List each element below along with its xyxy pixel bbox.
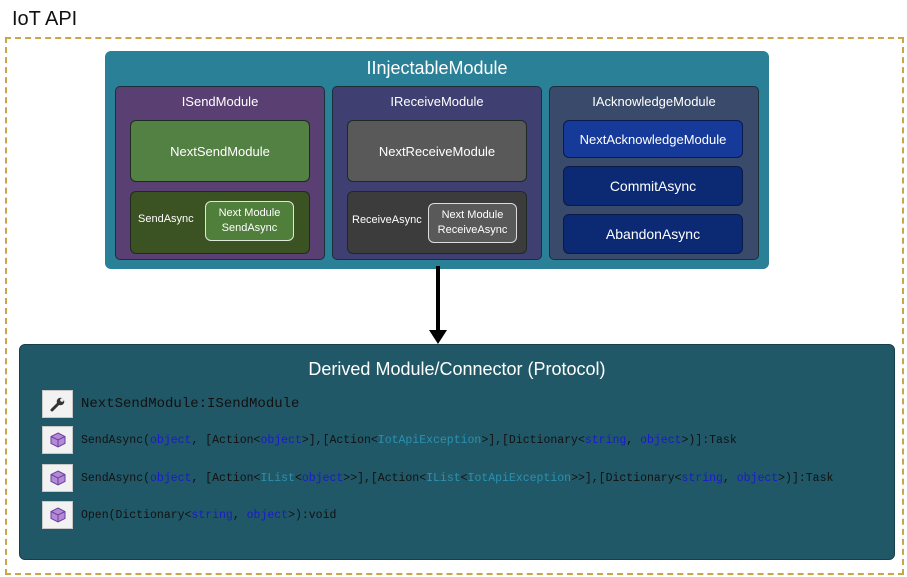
signature-text: >)]:Task: [681, 433, 737, 447]
signature-text: ,: [722, 471, 737, 485]
receive-async-inner-label: ReceiveAsync: [437, 224, 508, 236]
derived-module-box: [19, 344, 895, 560]
member-row: SendAsync(object, [Action<IList<object>>…: [42, 464, 833, 492]
signature-text: >)]:Task: [778, 471, 834, 485]
member-signature: SendAsync(object, [Action<IList<object>>…: [81, 472, 833, 485]
receive-module-title: IReceiveModule: [390, 94, 484, 109]
next-acknowledge-module-box: NextAcknowledgeModule: [563, 120, 743, 158]
member-row: SendAsync(object, [Action<object>],[Acti…: [42, 426, 737, 454]
wrench-icon: [42, 390, 73, 418]
keyword-token: object: [736, 471, 779, 485]
member-signature: Open(Dictionary<string, object>):void: [81, 509, 336, 522]
down-arrow: [429, 266, 447, 344]
send-module-title: ISendModule: [181, 94, 259, 109]
derived-module-title: Derived Module/Connector (Protocol): [308, 359, 606, 379]
signature-text: <: [460, 471, 468, 485]
signature-text: SendAsync(: [81, 433, 151, 447]
signature-text: <: [294, 471, 302, 485]
keyword-token: object: [301, 471, 344, 485]
type-token: IList: [426, 471, 461, 485]
keyword-token: object: [260, 433, 302, 447]
signature-text: >):void: [288, 508, 337, 522]
member-signature: SendAsync(object, [Action<object>],[Acti…: [81, 434, 737, 447]
acknowledge-module-title: IAcknowledgeModule: [592, 94, 716, 109]
member-signature: NextSendModule:ISendModule: [81, 396, 299, 412]
receive-async-label: ReceiveAsync: [352, 214, 422, 226]
method-cube-icon: [42, 426, 73, 454]
keyword-token: string: [584, 433, 627, 447]
send-async-label: SendAsync: [138, 213, 194, 225]
keyword-token: object: [246, 508, 289, 522]
next-receive-module-box: NextReceiveModule: [347, 120, 527, 182]
signature-text: SendAsync(: [81, 471, 151, 485]
type-token: IotApiException: [377, 433, 482, 447]
member-row: NextSendModule:ISendModule: [42, 390, 299, 418]
send-async-inner-label: SendAsync: [221, 222, 278, 234]
keyword-token: object: [150, 471, 192, 485]
signature-text: , [Action<: [191, 471, 261, 485]
keyword-token: string: [681, 471, 723, 485]
abandon-async-box: AbandonAsync: [563, 214, 743, 254]
type-token: IList: [260, 471, 295, 485]
keyword-token: object: [640, 433, 682, 447]
keyword-token: object: [150, 433, 192, 447]
signature-text: ,: [626, 433, 641, 447]
method-cube-icon: [42, 464, 73, 492]
member-row: Open(Dictionary<string, object>):void: [42, 501, 336, 529]
commit-async-box: CommitAsync: [563, 166, 743, 206]
method-cube-icon: [42, 501, 73, 529]
next-module-label: Next Module: [218, 207, 281, 219]
injectable-module-title: IInjectableModule: [366, 58, 508, 78]
keyword-token: string: [191, 508, 233, 522]
signature-text: NextSendModule:ISendModule: [81, 396, 300, 412]
signature-text: >>],[Dictionary<: [571, 471, 682, 485]
signature-text: ,: [232, 508, 247, 522]
type-token: IotApiException: [467, 471, 572, 485]
next-module-send-async-box: Next Module SendAsync: [205, 201, 294, 241]
page-title: IoT API: [12, 8, 78, 30]
next-send-module-box: NextSendModule: [130, 120, 310, 182]
signature-text: >],[Action<: [301, 433, 378, 447]
signature-text: Open(Dictionary<: [81, 508, 192, 522]
iot-api-boundary: [5, 37, 904, 575]
signature-text: >>],[Action<: [343, 471, 427, 485]
next-module-label: Next Module: [441, 209, 504, 221]
signature-text: >],[Dictionary<: [481, 433, 585, 447]
signature-text: , [Action<: [191, 433, 261, 447]
next-module-receive-async-box: Next Module ReceiveAsync: [428, 203, 517, 243]
